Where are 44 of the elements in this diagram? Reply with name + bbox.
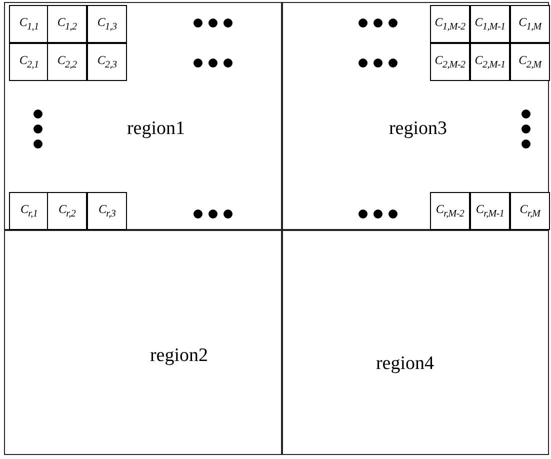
grid-cell — [430, 192, 470, 230]
region-box — [282, 230, 549, 455]
region-label: region1 — [126, 118, 186, 140]
grid-cell — [87, 43, 127, 81]
grid-cell — [47, 192, 87, 230]
cell-label: C$_{r,1}$ — [20, 202, 38, 220]
cell-label: C$_{2,M-2}$ — [434, 53, 466, 71]
region-box — [4, 230, 282, 455]
region-box — [282, 2, 549, 230]
grid-cell — [9, 192, 49, 230]
cell-label: C$_{2,3}$ — [97, 53, 117, 71]
grid-cell — [470, 43, 510, 81]
cell-label: C$_{r,M}$ — [520, 202, 540, 220]
cell-label: C$_{r,3}$ — [98, 202, 116, 220]
region-label: region4 — [376, 353, 434, 375]
grid-cell — [47, 5, 87, 43]
region-label: region3 — [388, 118, 448, 140]
cell-label: C$_{1,M-1}$ — [474, 15, 506, 33]
cell-label: C$_{2,1}$ — [19, 53, 39, 71]
grid-cell — [87, 5, 127, 43]
grid-cell — [510, 43, 550, 81]
grid-cell — [510, 5, 550, 43]
grid-cell — [47, 43, 87, 81]
cell-label: C$_{r,M-2}$ — [436, 202, 464, 220]
region-box — [4, 2, 282, 230]
cell-label: C$_{2,M-1}$ — [474, 53, 506, 71]
cell-label: C$_{1,M-2}$ — [434, 15, 466, 33]
region-label: region2 — [150, 345, 208, 367]
grid-cell — [470, 5, 510, 43]
grid-cell — [9, 5, 49, 43]
grid-cell — [470, 192, 510, 230]
grid-cell — [9, 43, 49, 81]
cell-label: C$_{1,3}$ — [97, 15, 117, 33]
cell-label: C$_{r,M-1}$ — [476, 202, 504, 220]
cell-label: C$_{r,2}$ — [58, 202, 76, 220]
grid-cell — [430, 5, 470, 43]
grid-cell — [87, 192, 127, 230]
cell-label: C$_{1,M}$ — [518, 15, 542, 33]
grid-cell — [510, 192, 550, 230]
cell-label: C$_{2,M}$ — [518, 53, 542, 71]
cell-label: C$_{1,2}$ — [57, 15, 77, 33]
grid-cell — [430, 43, 470, 81]
cell-label: C$_{1,1}$ — [19, 15, 39, 33]
cell-label: C$_{2,2}$ — [57, 53, 77, 71]
